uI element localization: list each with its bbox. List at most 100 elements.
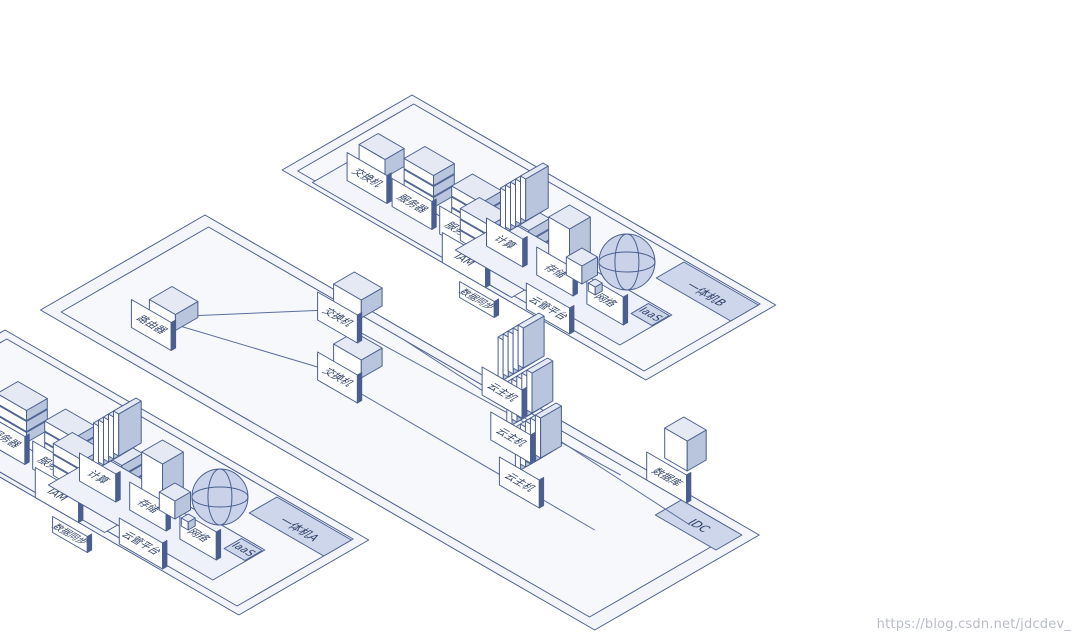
switch-left-card-edge bbox=[356, 312, 363, 344]
appliance-a-compute-blade-front bbox=[103, 416, 110, 463]
database-card-edge bbox=[686, 472, 692, 504]
appliance-b-cloud-platform-card-edge bbox=[569, 305, 575, 335]
appliance-a-compute-blade-front bbox=[108, 413, 115, 460]
appliance-b-name-band: 一体机B bbox=[655, 261, 759, 322]
switch-left-device bbox=[333, 271, 383, 319]
appliance-b-cloud-cube bbox=[565, 247, 598, 285]
cloud-host-blade bbox=[526, 357, 554, 414]
appliance-b-name-band-shape bbox=[655, 261, 759, 322]
cloud-host-blade-top bbox=[526, 357, 554, 374]
appliance-a-network-card-edge bbox=[215, 529, 222, 561]
appliance-a-sync-card-edge bbox=[86, 533, 93, 553]
appliance-b-compute-blade-front bbox=[520, 175, 527, 222]
appliance-b-compute-blade-top bbox=[520, 162, 549, 180]
cloud-host-blade-front bbox=[502, 333, 509, 378]
cloud-host-blade-front bbox=[497, 336, 504, 381]
appliance-a-server-stack-1-layer-top bbox=[0, 381, 48, 411]
switch-top-device bbox=[333, 331, 383, 379]
switch-left-card: 交换机 bbox=[317, 291, 363, 344]
appliance-b-server-card-1: 服务器 bbox=[391, 178, 437, 230]
appliance-b-globe-parallel bbox=[598, 251, 656, 273]
appliance-b-compute-card-edge bbox=[522, 236, 528, 268]
appliance-b-switch-device-top bbox=[358, 133, 405, 160]
idc-database: 数据库 bbox=[646, 416, 707, 504]
appliance-b-cloud-cube-small-top bbox=[587, 278, 603, 288]
cloud-host-blade bbox=[534, 402, 562, 459]
appliance-a-cloud-cube-small bbox=[180, 513, 196, 531]
appliance-a-globe-parallel bbox=[191, 486, 249, 508]
cloud-host-blade-top bbox=[517, 312, 545, 329]
appliance-a-globe-meridian bbox=[207, 468, 233, 526]
cloud-host-blade-front bbox=[534, 414, 542, 459]
appliance-b-server-card-1-edge bbox=[431, 198, 437, 230]
cloud-host-3: 云主机 bbox=[481, 312, 545, 419]
appliance-b-iaas-band bbox=[630, 303, 670, 326]
appliance-a-cloud-cube bbox=[158, 482, 191, 520]
appliance-b-globe-meridian bbox=[614, 233, 640, 291]
cloud-host-card-1-edge bbox=[538, 477, 545, 509]
appliance-a-compute-blade-front bbox=[113, 410, 120, 457]
appliance-b-compute-card: 计算 bbox=[486, 217, 528, 268]
appliance-b-cloud-cube-top bbox=[565, 247, 598, 267]
appliance-a-compute-card: 计算 bbox=[79, 452, 121, 503]
appliance-b-network-card-edge bbox=[622, 294, 629, 326]
database-device bbox=[664, 416, 707, 472]
cloud-host-card-2-edge bbox=[530, 432, 536, 464]
appliance-a-network-globe bbox=[191, 468, 249, 526]
router-device-top bbox=[148, 286, 199, 315]
switch-host-link bbox=[337, 379, 595, 531]
idc-name-band-shape bbox=[654, 499, 743, 551]
appliance-b-compute-blades bbox=[500, 162, 549, 234]
cloud-host-card-3-edge bbox=[521, 387, 527, 419]
appliance-a-iaas-band bbox=[223, 538, 263, 561]
appliance-a-cloud-cube-small-top bbox=[180, 513, 196, 523]
idc-name-band: IDC bbox=[654, 499, 743, 551]
appliance-a-cloud-platform-card-edge bbox=[162, 540, 168, 570]
appliance-a-compute-blade-top bbox=[113, 397, 142, 415]
switch-left-device-top bbox=[333, 271, 383, 301]
appliance-b-server-stack-1-layer-top bbox=[403, 146, 455, 176]
appliance-a-compute-blades bbox=[93, 397, 142, 469]
appliance-a-server-card-1-edge bbox=[24, 433, 30, 465]
appliance-b-cloud-cube-small bbox=[587, 278, 603, 296]
router-card: 路由器 bbox=[130, 299, 177, 351]
appliance-a-server-card-1: 服务器 bbox=[0, 421, 30, 465]
cloud-host-blade-front bbox=[517, 324, 524, 369]
appliance-a-compute-blade bbox=[113, 397, 142, 457]
appliance-b-globe-body bbox=[598, 233, 656, 291]
appliance-b-network-globe bbox=[598, 233, 656, 291]
watermark: https://blog.csdn.net/jdcdev_ bbox=[876, 617, 1071, 632]
cloud-host-blade-front bbox=[507, 330, 514, 375]
appliance-b-switch-card-edge bbox=[386, 172, 392, 204]
database-device-top bbox=[664, 416, 707, 442]
appliance-a-cloud-cube-top bbox=[158, 482, 191, 502]
cloud-host-blade-front bbox=[526, 369, 533, 414]
appliance-b-switch-device bbox=[358, 133, 405, 178]
cloud-host-card-2: 云主机 bbox=[490, 411, 536, 464]
appliance-a-storage-device-top bbox=[141, 439, 184, 465]
cloud-host-card-3: 云主机 bbox=[481, 366, 527, 419]
cloud-host-blade-top bbox=[534, 402, 562, 419]
appliance-b-compute-blade-front bbox=[505, 184, 512, 231]
appliance-b-compute-blade bbox=[520, 162, 549, 222]
appliance-a-server-stack-1-layer bbox=[0, 381, 48, 421]
switch-top-card-edge bbox=[356, 372, 363, 404]
appliance-b-server-stack-1-layer bbox=[403, 146, 455, 186]
database-card: 数据库 bbox=[646, 451, 692, 504]
switch-top-card: 交换机 bbox=[317, 351, 363, 404]
appliance-a-globe-body bbox=[191, 468, 249, 526]
cloud-host-blade bbox=[517, 312, 545, 369]
cloud-host-blade-front bbox=[512, 327, 519, 372]
appliance-b-compute-blade-front bbox=[515, 178, 522, 225]
appliance-b-sync-card-edge bbox=[493, 298, 500, 318]
router-card-edge bbox=[170, 319, 177, 351]
appliance-a-compute-card-edge bbox=[115, 471, 121, 503]
appliance-a: 一体机A交换机服务器服务器服务器基础硬件IAM数据同步IaaS计算存储网络云管平… bbox=[0, 329, 370, 616]
appliance-a-compute-blade-front bbox=[98, 419, 105, 466]
appliance-b-compute-blade-front bbox=[510, 181, 517, 228]
